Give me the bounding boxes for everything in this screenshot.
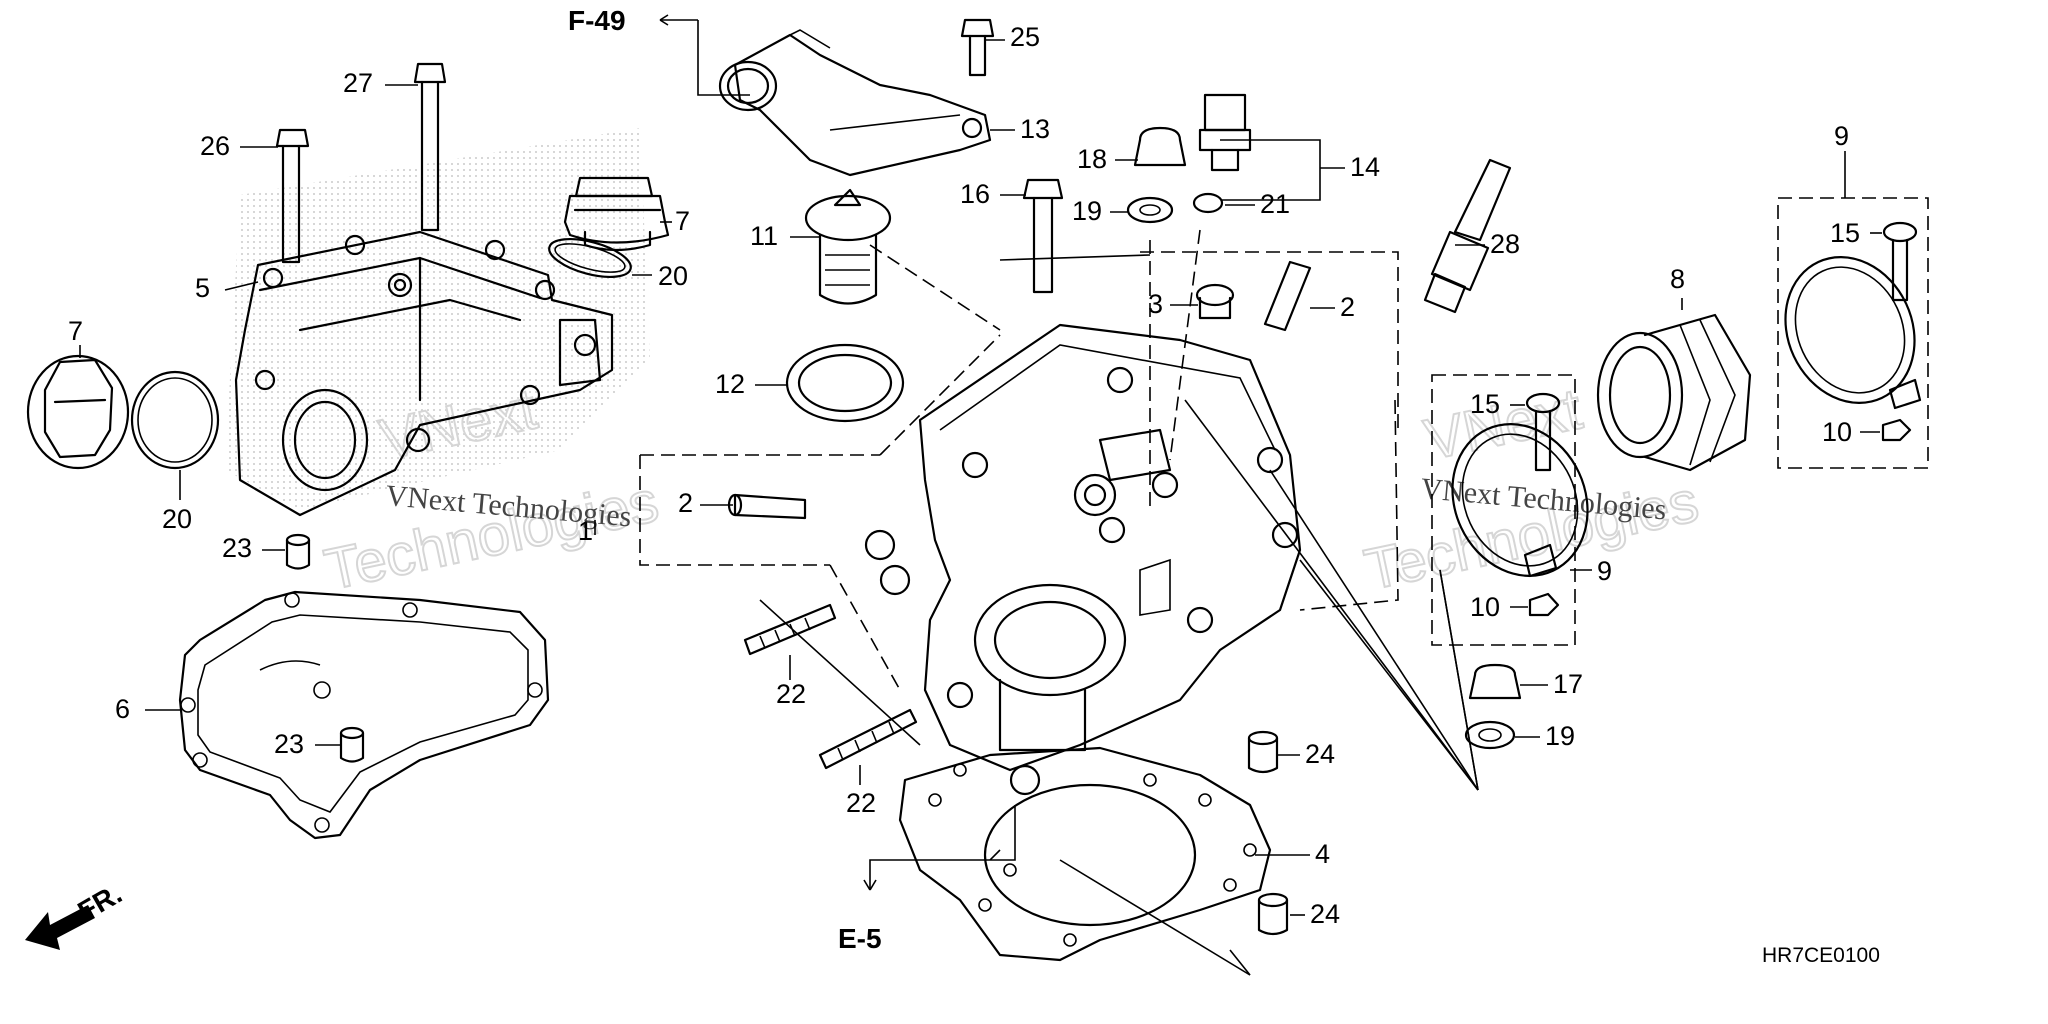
reference-f49: F-49: [568, 5, 626, 36]
cap-nut-18: [1133, 126, 1187, 167]
callout-20: 20: [162, 504, 192, 534]
thermostat-seal: [785, 343, 905, 423]
washer-21: [1192, 192, 1224, 214]
stipple-area: [225, 128, 650, 510]
callout-14: 14: [1350, 152, 1380, 182]
washer-19-top: [1126, 196, 1174, 224]
temperature-sensor: [1198, 93, 1252, 172]
callout-8: 8: [1670, 264, 1685, 294]
diagram-code: HR7CE0100: [1762, 944, 1880, 967]
cylinder-head: [918, 323, 1302, 772]
callout-15: 15: [1470, 389, 1500, 419]
o-ring-20-top: [548, 238, 632, 278]
callout-labels: 27 26 7 20 5 7 20 23 6 23 25 13 11 12 16…: [68, 22, 1860, 929]
dashed-outlines: [1140, 197, 1929, 646]
callout-11: 11: [750, 221, 778, 251]
callout-2: 2: [1340, 292, 1355, 322]
clamp-9-lower: [1451, 423, 1589, 578]
front-arrow-icon: [25, 905, 95, 950]
cylinder-head-cover: [234, 230, 614, 517]
callout-23: 23: [222, 533, 252, 563]
callout-22: 22: [776, 679, 806, 709]
thermostat-seal-inner: [797, 353, 893, 413]
leader-lines: [79, 39, 1882, 976]
valve-guide-2-right: [1263, 260, 1312, 332]
callout-24: 24: [1310, 899, 1340, 929]
connection-brackets: [639, 229, 1201, 861]
cap-nut-17: [1468, 663, 1522, 700]
washer-19-top-inner: [1139, 204, 1161, 216]
callout-19: 19: [1545, 721, 1575, 751]
bolt-25: [960, 18, 995, 77]
bolt-27: [413, 62, 447, 232]
stud-22-lower: [818, 708, 918, 770]
intake-insulator: [1596, 313, 1752, 472]
spark-plug: [1423, 158, 1512, 314]
head-pipe-stubs: [864, 529, 1041, 796]
callout-10: 10: [1822, 417, 1852, 447]
callout-28: 28: [1490, 229, 1520, 259]
cylinder-head-gasket: [898, 746, 1272, 962]
dowel-23-top: [285, 533, 311, 570]
callout-4: 4: [1315, 839, 1330, 869]
thermostat-cover: [718, 29, 992, 177]
callout-26: 26: [200, 131, 230, 161]
bolt-3: [1195, 283, 1235, 320]
callout-22: 22: [846, 788, 876, 818]
valve-guide-2-left: [727, 493, 807, 520]
callout-18: 18: [1077, 144, 1107, 174]
callout-25: 25: [1010, 22, 1040, 52]
reference-arrows: [659, 14, 1016, 891]
callout-10: 10: [1470, 592, 1500, 622]
callout-19: 19: [1072, 196, 1102, 226]
dowel-24-top: [1247, 730, 1279, 774]
nut-10-lower: [1528, 592, 1560, 617]
callout-17: 17: [1553, 669, 1583, 699]
callout-13: 13: [1020, 114, 1050, 144]
screw-15-upper: [1882, 221, 1918, 302]
callout-3: 3: [1148, 289, 1163, 319]
o-ring-20-top-inner: [554, 243, 626, 273]
bolt-16: [1022, 178, 1064, 294]
o-ring-20-left-inner: [137, 377, 213, 463]
washer-19-bottom: [1464, 720, 1516, 750]
callout-27: 27: [343, 68, 373, 98]
callout-2: 2: [678, 488, 693, 518]
callout-12: 12: [715, 369, 745, 399]
callout-23: 23: [274, 729, 304, 759]
callout-9: 9: [1834, 121, 1849, 151]
bolt-26: [275, 128, 310, 264]
clamp-9-upper: [1784, 256, 1922, 410]
callout-21: 21: [1260, 189, 1290, 219]
callout-9: 9: [1597, 556, 1612, 586]
callout-15: 15: [1830, 218, 1860, 248]
nut-10-upper: [1881, 418, 1912, 442]
dowel-24-bottom: [1257, 892, 1289, 936]
callout-20: 20: [658, 261, 688, 291]
callout-24: 24: [1305, 739, 1335, 769]
reference-e5: E-5: [838, 923, 882, 954]
callout-7: 7: [68, 316, 83, 346]
dowel-23-bottom: [339, 726, 365, 763]
callout-1: 1: [578, 516, 593, 546]
callout-7: 7: [675, 206, 690, 236]
head-cover-gasket: [178, 590, 550, 840]
washer-19-bottom-inner: [1478, 728, 1502, 742]
callout-6: 6: [115, 694, 130, 724]
o-ring-20-left: [130, 370, 220, 470]
callout-5: 5: [195, 273, 210, 303]
thermostat: [804, 188, 892, 305]
cap-7-left: [26, 354, 130, 470]
callout-16: 16: [960, 179, 990, 209]
stud-22-upper: [743, 603, 837, 656]
screw-15-lower: [1525, 392, 1561, 472]
